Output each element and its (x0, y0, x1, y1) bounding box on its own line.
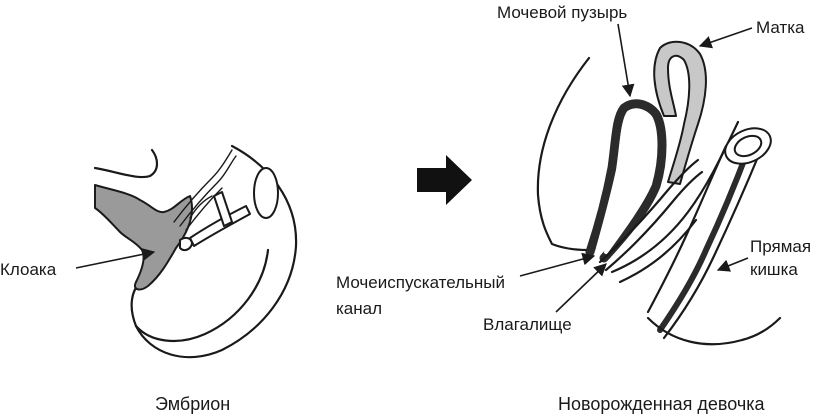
newborn-abdomen-outline (536, 56, 591, 252)
vagina-wall-lower (604, 170, 704, 272)
leader-uterus (698, 27, 753, 49)
perineal-outline (610, 120, 740, 274)
bladder-wall (585, 99, 667, 263)
label-rectum-line1: Прямая (750, 237, 811, 256)
label-vagina: Влагалище (483, 315, 572, 334)
cloaca-region (94, 184, 194, 291)
rectum-outer-wall (646, 144, 728, 314)
embryo-upper-outline (93, 148, 159, 179)
embryo-illustration (93, 144, 298, 359)
label-urethra-line1: Мочеиспускательный (336, 273, 505, 292)
label-rectum-line2: кишка (750, 260, 798, 279)
label-bladder: Мочевой пузырь (497, 3, 627, 22)
bladder-lumen (596, 110, 657, 254)
embryo-duct-3 (185, 187, 223, 231)
leader-cloaca (75, 248, 156, 269)
leader-urethra (519, 252, 596, 277)
leader-vagina (555, 263, 607, 313)
embryo-duct-2 (179, 155, 237, 227)
rectum-opening-inner (733, 134, 763, 158)
label-cloaca: Клоака (0, 260, 57, 279)
newborn-lower-outline (646, 316, 782, 346)
rectum-inner-wall (662, 150, 762, 340)
right-arrow-icon (417, 155, 472, 205)
leader-rectum (716, 257, 749, 272)
leader-bladder (617, 23, 635, 98)
rectum-dark-wall (657, 147, 751, 333)
vagina-wall-upper (598, 158, 700, 264)
caption-newborn: Новорожденная девочка (558, 394, 766, 414)
embryo-tube (189, 205, 251, 247)
embryo-body-outline (130, 144, 298, 359)
embryo-oval (253, 167, 279, 219)
label-uterus: Матка (756, 18, 805, 37)
embryo-duct-1 (173, 149, 233, 223)
caption-embryo: Эмбрион (155, 394, 230, 414)
label-urethra-line2: канал (336, 299, 382, 318)
embryo-duct-4 (189, 195, 213, 219)
embryo-tail-outline (134, 248, 270, 342)
embryo-mesonephric-duct (213, 191, 233, 227)
newborn-illustration (536, 40, 782, 346)
